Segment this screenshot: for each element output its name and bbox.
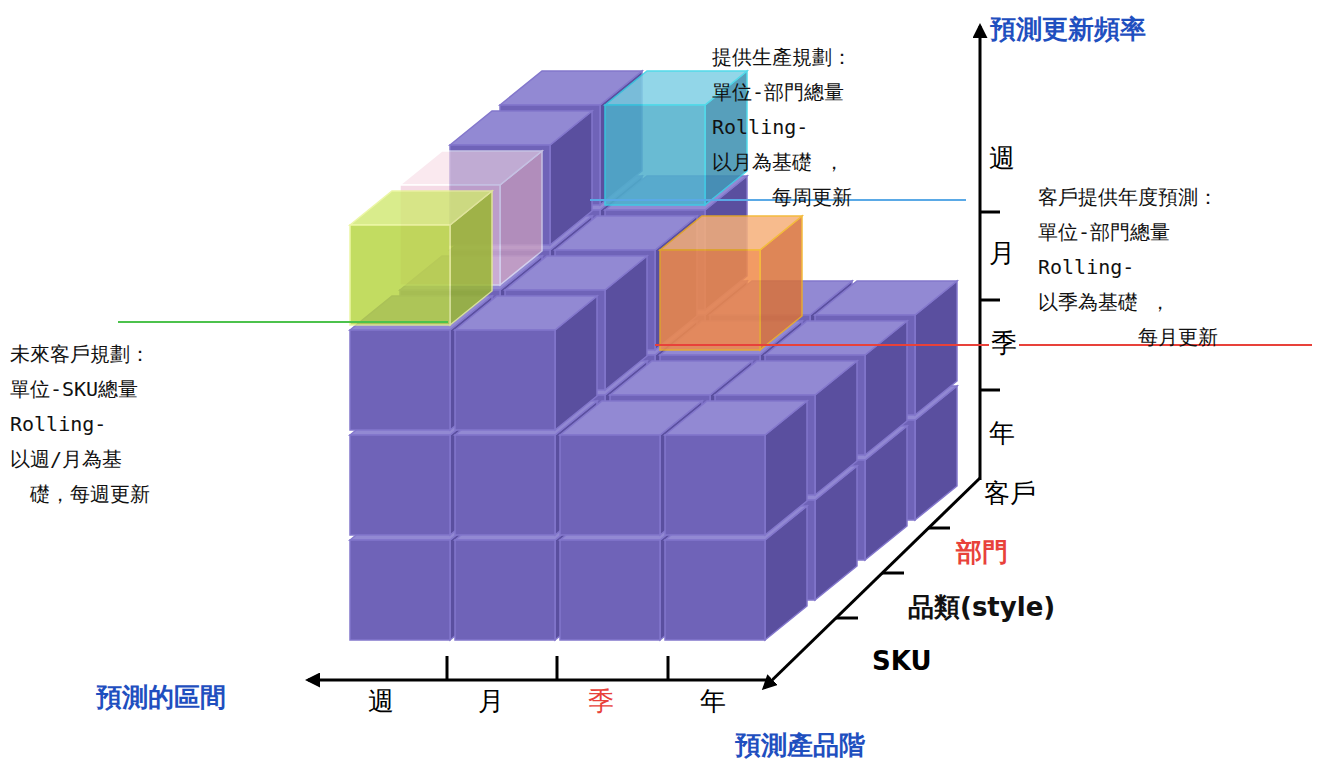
axis-tick-label: 月 [478,686,504,717]
cube-face [665,401,807,435]
axis-tick-label: 年 [700,686,726,717]
axis-tick [667,656,670,680]
axis-tick [928,527,950,530]
axis-tick [980,299,1000,302]
axis-tick [980,211,1000,214]
axis-tick [980,389,1000,392]
cube-face [605,105,705,205]
cube [455,296,597,430]
callout-note: 客戶提供年度預測： 單位-部門總量 Rolling-以季為基礎 ，每月更新 [1038,180,1218,355]
axis-tick-label: SKU [872,646,932,677]
cube-face [455,330,555,430]
leader-line [118,321,448,323]
cube-face [665,540,765,640]
cube-face [660,216,802,250]
cube-face [765,321,907,355]
cube [660,216,802,350]
axis-tick [836,617,858,620]
cube-face [815,281,957,315]
cube-face [660,250,760,350]
callout-note: 未來客戶規劃： 單位-SKU總量 Rolling-以週/月為基 礎，每週更新 [10,337,150,512]
axis-tick-label: 週 [368,686,394,717]
cube-face [455,540,555,640]
axes [308,26,1000,688]
cube-face [350,330,450,430]
axis-title: 預測的區間 [96,682,226,713]
axis-tick-label: 年 [989,418,1015,449]
cube-face [560,435,660,535]
axis-tick-label: 品類(style) [908,592,1055,623]
axis-title: 預測產品階 [735,730,865,761]
cube-face [560,540,660,640]
cube-stack [350,71,957,640]
cube [665,401,807,535]
cube-face [715,361,857,395]
axis-tick-label: 部門 [956,537,1008,568]
callout-note: 提供生產規劃： 單位-部門總量 Rolling-以月為基礎 ，每周更新 [712,40,852,215]
axis-tick [446,656,449,680]
axis-tick-label: 季 [989,328,1019,359]
horizontal-axis [308,679,770,682]
axis-title: 預測更新頻率 [990,14,1146,45]
cube-face [450,111,592,145]
vertical-axis [979,26,982,480]
axis-tick-label: 季 [588,686,614,717]
cube-face [350,435,450,535]
cube-face [350,225,450,325]
cube-face [350,191,492,225]
axis-tick-label: 週 [989,143,1015,174]
axis-tick [882,572,904,575]
depth-axis [764,478,980,688]
cube-face [400,151,542,185]
cube-face [455,296,597,330]
axis-tick-label: 月 [989,238,1015,269]
axis-tick [556,656,559,680]
cube-face [350,540,450,640]
axis-tick-label: 客戶 [984,478,1036,509]
cube-face [455,435,555,535]
cube-face [665,435,765,535]
cube-face [505,256,647,290]
cube [350,191,492,325]
